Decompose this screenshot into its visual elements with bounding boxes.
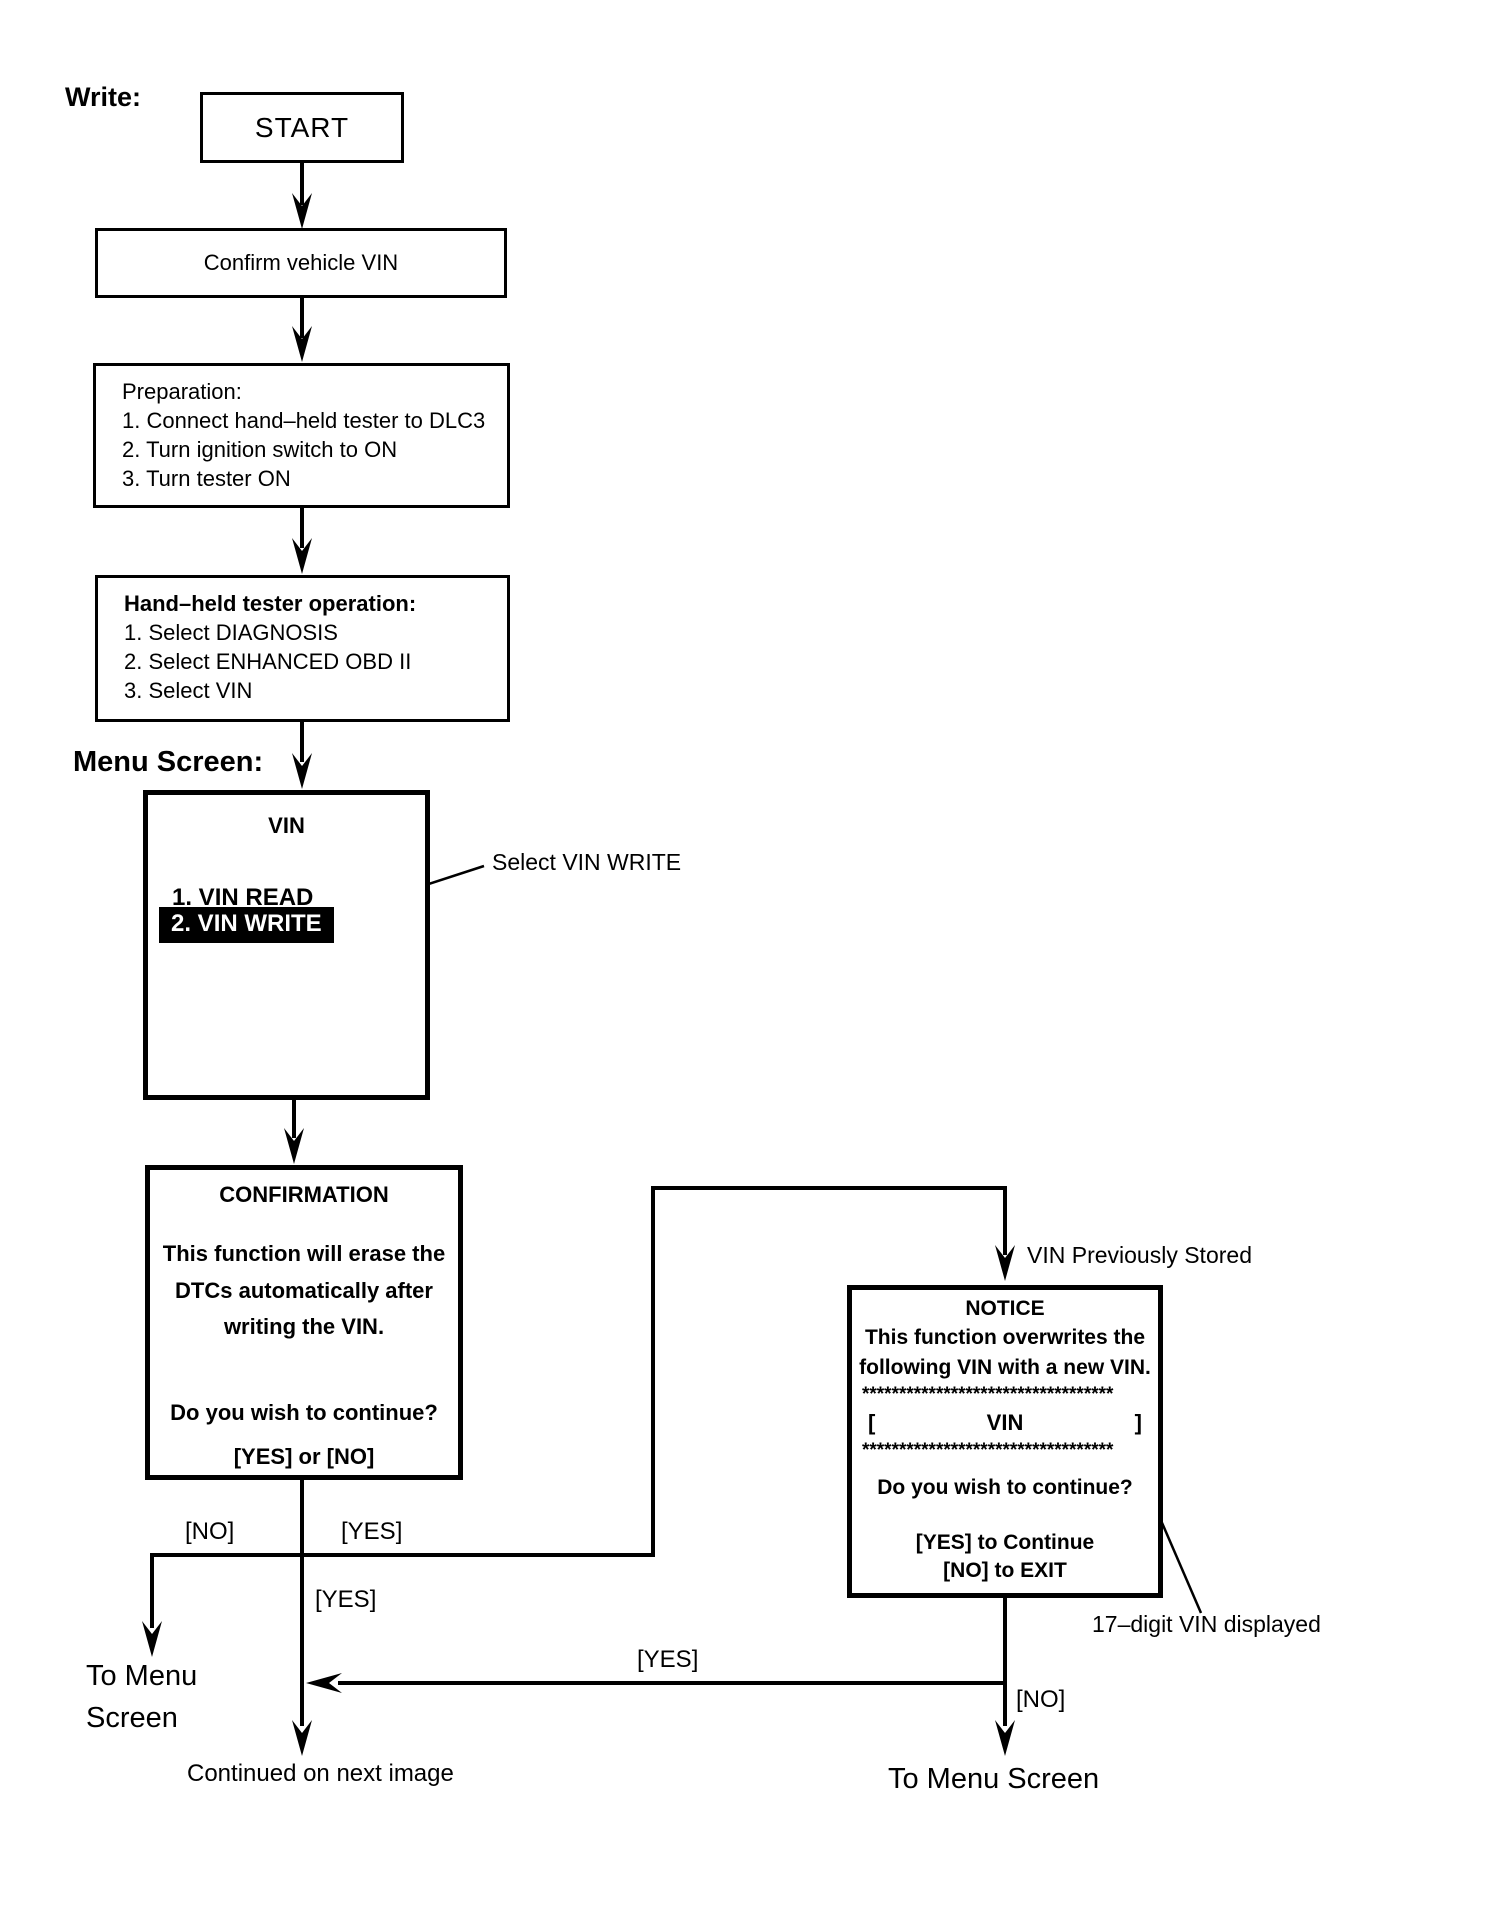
arrowhead-yes-return — [306, 1673, 342, 1693]
arrowhead-to-notice — [995, 1245, 1015, 1281]
branch-label-yes-middle: [YES] — [315, 1586, 377, 1613]
tester-operation-step-3: 3. Select VIN — [124, 678, 253, 703]
notice-bracket-open: [ — [868, 1410, 876, 1435]
arrowhead-to-menu-screen-right — [995, 1720, 1015, 1756]
preparation-step-3: 3. Turn tester ON — [122, 466, 291, 491]
dest-to-menu-left: To Menu Screen — [86, 1660, 197, 1735]
branch-label-yes-return: [YES] — [637, 1646, 699, 1673]
arrowhead-to-menu-screen-left — [142, 1621, 162, 1657]
start-box: START — [200, 92, 404, 163]
callout-select-vin-write: Select VIN WRITE — [492, 849, 682, 875]
callout-17-digit-vin: 17–digit VIN displayed — [1092, 1611, 1321, 1637]
tester-operation-step-1: 1. Select DIAGNOSIS — [124, 620, 338, 645]
notice-stars-bottom: ********************************** — [862, 1440, 1114, 1461]
dest-to-menu-left-line2: Screen — [86, 1702, 178, 1734]
notice-vin-row: [ VIN ] — [852, 1410, 1158, 1436]
branch-label-yes-top: [YES] — [341, 1518, 403, 1545]
arrowhead-to-confirmation — [284, 1128, 304, 1164]
notice-box: NOTICE This function overwrites the foll… — [847, 1285, 1163, 1598]
confirmation-box: CONFIRMATION This function will erase th… — [145, 1165, 463, 1480]
confirmation-line-3: writing the VIN. — [223, 1314, 385, 1339]
notice-line-1: This function overwrites the — [864, 1326, 1146, 1349]
notice-no-line: [NO] to EXIT — [943, 1559, 1067, 1582]
dest-continued-next-image: Continued on next image — [187, 1760, 454, 1787]
arrowhead-to-menu — [292, 753, 312, 789]
tester-operation-title: Hand–held tester operation: — [124, 591, 417, 616]
tester-operation-step-2: 2. Select ENHANCED OBD II — [124, 649, 412, 674]
notice-stars-top: ********************************** — [862, 1384, 1114, 1405]
menu-item-vin-write-highlight: 2. VIN WRITE — [159, 907, 334, 943]
arrowhead-to-confirm — [292, 193, 312, 229]
confirmation-question: Do you wish to continue? — [170, 1400, 438, 1425]
arrowhead-to-preparation — [292, 326, 312, 362]
confirm-vin-box: Confirm vehicle VIN — [95, 228, 507, 298]
notice-title: NOTICE — [965, 1297, 1045, 1320]
confirm-vin-label: Confirm vehicle VIN — [203, 250, 399, 275]
tester-operation-box: Hand–held tester operation: 1. Select DI… — [95, 575, 510, 722]
dest-to-menu-screen-right: To Menu Screen — [888, 1763, 1100, 1795]
confirmation-line-2: DTCs automatically after — [175, 1278, 433, 1303]
notice-yes-line: [YES] to Continue — [915, 1531, 1095, 1554]
menu-screen-label: Menu Screen: — [73, 746, 264, 778]
notice-vin-label: VIN — [986, 1410, 1024, 1435]
notice-question: Do you wish to continue? — [877, 1476, 1133, 1499]
preparation-step-2: 2. Turn ignition switch to ON — [122, 437, 398, 462]
section-label-write: Write: — [65, 82, 142, 112]
branch-label-no-right: [NO] — [1016, 1686, 1066, 1713]
menu-item-vin-write: 2. VIN WRITE — [159, 907, 334, 943]
dest-to-menu-left-line1: To Menu — [86, 1660, 198, 1692]
branch-label-no-left: [NO] — [185, 1518, 235, 1545]
menu-item-vin-read: 1. VIN READ — [172, 884, 314, 911]
start-label: START — [254, 111, 350, 143]
callout-vin-previously-stored: VIN Previously Stored — [1027, 1242, 1252, 1268]
vin-menu-box: VIN 1. VIN READ 2. VIN WRITE — [143, 790, 430, 1100]
notice-bracket-close: ] — [1134, 1410, 1142, 1435]
arrowhead-to-continued — [292, 1720, 312, 1756]
preparation-box: Preparation: 1. Connect hand–held tester… — [93, 363, 510, 508]
confirmation-options: [YES] or [NO] — [233, 1444, 375, 1469]
confirmation-title: CONFIRMATION — [219, 1182, 389, 1207]
notice-line-2: following VIN with a new VIN. — [859, 1356, 1151, 1379]
preparation-title: Preparation: — [122, 379, 242, 404]
vin-menu-title: VIN — [268, 813, 305, 838]
preparation-step-1: 1. Connect hand–held tester to DLC3 — [122, 408, 486, 433]
confirmation-line-1: This function will erase the — [162, 1241, 446, 1266]
arrowhead-to-tester — [292, 538, 312, 574]
